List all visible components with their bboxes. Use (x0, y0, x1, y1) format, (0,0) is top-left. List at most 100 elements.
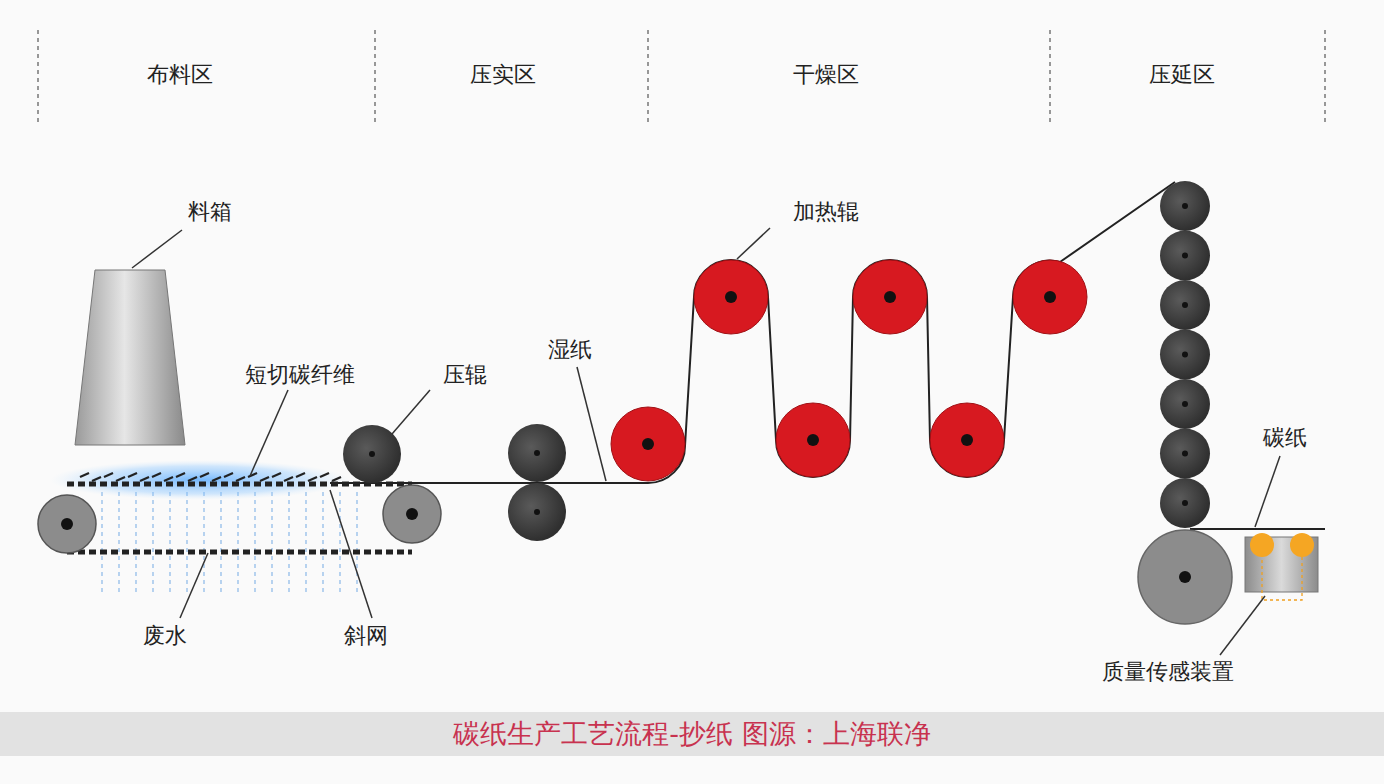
zone-header: 压实区 (470, 62, 536, 88)
forming-wire (50, 460, 350, 500)
leader-line (180, 553, 208, 618)
chopped-fibers (260, 477, 269, 481)
waste-water (339, 492, 340, 592)
chopped-fibers (200, 473, 209, 477)
part-label: 料箱 (188, 199, 232, 225)
waste-water (186, 492, 187, 592)
part-label: 湿纸 (548, 337, 592, 363)
chopped-fibers (140, 477, 149, 481)
waste-water (254, 492, 255, 592)
quality-sensor (1245, 533, 1318, 600)
waste-water (102, 492, 357, 592)
zone-divider (37, 30, 39, 125)
hopper (75, 270, 185, 445)
calender-rollers (1160, 181, 1210, 231)
zone-divider (1049, 30, 1051, 125)
caption-bar (0, 712, 1384, 756)
chopped-fibers (236, 477, 245, 481)
waste-water (305, 492, 306, 592)
compaction-rollers (508, 424, 566, 541)
leader-line (1220, 596, 1265, 655)
leader-line (737, 228, 770, 259)
heating-roller (807, 434, 819, 446)
chopped-fibers (272, 473, 281, 477)
calender-rollers (1182, 451, 1188, 457)
heating-roller (642, 438, 654, 450)
heating-roller (611, 260, 1087, 481)
wind-up-roller (1179, 571, 1191, 583)
leader-line (132, 230, 182, 268)
chopped-fibers (332, 477, 341, 481)
zone-divider (1324, 30, 1326, 125)
chopped-fibers (80, 473, 341, 481)
wind-up-roller (1138, 530, 1232, 624)
heating-roller (930, 403, 1004, 477)
heating-roller (1044, 291, 1056, 303)
heating-roller (884, 291, 896, 303)
heating-roller (853, 260, 927, 334)
heating-roller (694, 260, 768, 334)
chopped-fibers (152, 473, 161, 477)
heating-roller (611, 407, 685, 481)
calender-rollers (1160, 330, 1210, 380)
calender-rollers (1182, 253, 1188, 259)
wind-up-roller (1138, 530, 1232, 624)
chopped-fibers (176, 473, 185, 477)
calender-rollers (1160, 429, 1210, 479)
zone-header: 压延区 (1149, 62, 1215, 88)
waste-water (356, 492, 357, 592)
chopped-fibers (308, 477, 317, 481)
compaction-rollers (508, 424, 566, 482)
forming-wire (61, 518, 73, 530)
calender-rollers (1182, 302, 1188, 308)
waste-water (220, 492, 221, 592)
part-label: 加热辊 (793, 199, 859, 225)
zone-divider (374, 30, 376, 125)
forming-wire (406, 508, 418, 520)
waste-water (271, 492, 272, 592)
hopper (75, 270, 185, 445)
part-label: 短切碳纤维 (245, 362, 355, 388)
paper-web (1190, 528, 1325, 530)
heating-roller (776, 403, 850, 477)
chopped-fibers (296, 473, 305, 477)
chopped-fibers (224, 473, 233, 477)
compaction-rollers (508, 483, 566, 541)
waste-water (118, 492, 119, 592)
zone-divider (647, 30, 649, 125)
leader-line (1255, 456, 1280, 527)
chopped-fibers (80, 473, 89, 477)
leader-line (250, 390, 288, 476)
forming-wire (67, 550, 412, 555)
compaction-rollers (534, 509, 540, 515)
waste-water (152, 492, 153, 592)
chopped-fibers (284, 477, 293, 481)
waste-water (322, 492, 323, 592)
compaction-rollers (534, 450, 540, 456)
chopped-fibers (320, 473, 329, 477)
waste-water (288, 492, 289, 592)
forming-wire (38, 495, 96, 553)
calender-rollers (1160, 231, 1210, 281)
waste-water (203, 492, 204, 592)
calender-rollers (1160, 181, 1210, 528)
forming-wire (383, 485, 441, 543)
waste-water (102, 492, 357, 592)
chopped-fibers (128, 473, 137, 477)
waste-water (101, 492, 102, 592)
heating-roller (961, 434, 973, 446)
part-label: 压辊 (443, 362, 487, 388)
part-label: 质量传感装置 (1102, 659, 1234, 685)
part-label: 废水 (143, 623, 187, 649)
chopped-fibers (116, 477, 125, 481)
calender-rollers (1182, 500, 1188, 506)
paper-web (648, 182, 1175, 483)
leader-line (392, 390, 430, 434)
zone-header: 干燥区 (793, 62, 859, 88)
chopped-fibers (104, 473, 113, 477)
chopped-fibers (92, 477, 101, 481)
chopped-fibers (212, 477, 221, 481)
calender-rollers (1160, 478, 1210, 528)
waste-water (237, 492, 238, 592)
part-label: 碳纸 (1263, 425, 1307, 451)
